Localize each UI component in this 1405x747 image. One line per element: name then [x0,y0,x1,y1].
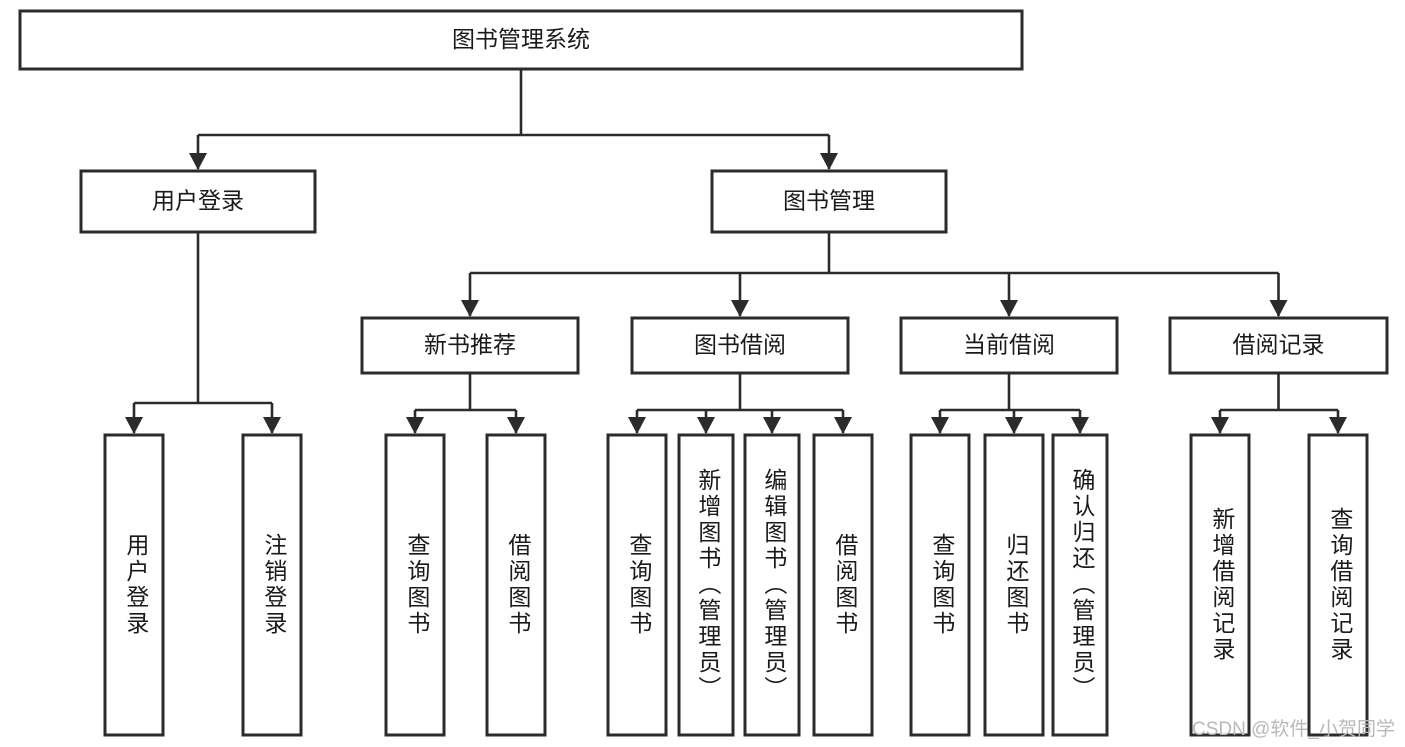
node-layer: 图书管理系统用户登录图书管理新书推荐图书借阅当前借阅借阅记录用户登录注销登录查询… [18,9,1389,737]
node-label-leaf-query-book-borrow: 查询图书 [626,533,653,637]
node-leaf-add-book[interactable]: 新增图书（管理员） [677,433,735,737]
arrow-head-icon [834,417,852,434]
node-leaf-query-borrow-record[interactable]: 查询借阅记录 [1307,433,1369,737]
node-box-leaf-add-borrow-record [1189,433,1251,737]
arrow-head-icon [697,417,715,434]
node-book-borrow[interactable]: 图书借阅 [630,316,850,375]
node-box-leaf-user-logout [241,433,303,737]
node-box-leaf-add-book [677,433,735,737]
node-label-leaf-confirm-return: 确认归还（管理员） [1069,468,1096,702]
node-leaf-return-book[interactable]: 归还图书 [983,433,1045,737]
node-leaf-query-book-recommend[interactable]: 查询图书 [384,433,446,737]
arrow-head-icon [1329,417,1347,434]
node-leaf-confirm-return[interactable]: 确认归还（管理员） [1051,433,1109,737]
node-box-leaf-query-book-current [909,433,971,737]
node-label-leaf-query-book-recommend: 查询图书 [404,533,431,637]
node-label-leaf-add-book: 新增图书（管理员） [695,468,722,702]
node-box-leaf-query-borrow-record [1307,433,1369,737]
node-leaf-borrow-book[interactable]: 借阅图书 [812,433,874,737]
arrow-head-icon [125,417,143,434]
arrow-head-icon [406,417,424,434]
node-box-leaf-query-book-borrow [606,433,668,737]
node-box-leaf-borrow-book [812,433,874,737]
node-label-leaf-user-logout: 注销登录 [261,533,288,637]
arrow-head-icon [1071,417,1089,434]
node-label-book-borrow: 图书借阅 [694,332,786,358]
arrow-head-icon [820,153,838,170]
node-label-leaf-query-book-current: 查询图书 [929,533,956,637]
node-current-borrow[interactable]: 当前借阅 [899,316,1119,375]
node-label-leaf-return-book: 归还图书 [1003,533,1030,637]
node-root[interactable]: 图书管理系统 [18,9,1024,71]
node-box-leaf-query-book-recommend [384,433,446,737]
node-label-leaf-borrow-book: 借阅图书 [832,533,859,637]
node-label-book-management: 图书管理 [783,188,875,214]
arrow-head-icon [1005,417,1023,434]
node-box-book-borrow [630,316,850,375]
arrow-head-icon [263,417,281,434]
arrow-head-icon [763,417,781,434]
node-box-leaf-return-book [983,433,1045,737]
node-box-leaf-user-login [103,433,165,737]
node-box-borrow-record [1168,316,1389,375]
arrow-head-icon [931,417,949,434]
node-leaf-add-borrow-record[interactable]: 新增借阅记录 [1189,433,1251,737]
node-new-book-recommend[interactable]: 新书推荐 [360,316,580,375]
node-box-root [18,9,1024,71]
arrow-head-icon [461,300,479,317]
arrow-head-icon [1000,300,1018,317]
arrow-head-icon [628,417,646,434]
node-label-root: 图书管理系统 [452,26,590,52]
node-leaf-query-book-borrow[interactable]: 查询图书 [606,433,668,737]
arrow-head-icon [1269,300,1288,317]
node-label-leaf-user-login: 用户登录 [123,533,150,637]
node-user-login[interactable]: 用户登录 [79,169,317,234]
node-box-user-login [79,169,317,234]
node-leaf-edit-book[interactable]: 编辑图书（管理员） [743,433,801,737]
arrow-head-icon [731,300,749,317]
node-label-current-borrow: 当前借阅 [963,332,1055,358]
node-book-management[interactable]: 图书管理 [710,169,948,234]
node-leaf-user-login[interactable]: 用户登录 [103,433,165,737]
node-leaf-borrow-book-recommend[interactable]: 借阅图书 [485,433,547,737]
node-label-borrow-record: 借阅记录 [1233,332,1325,358]
node-label-leaf-add-borrow-record: 新增借阅记录 [1209,507,1236,663]
node-box-leaf-borrow-book-recommend [485,433,547,737]
watermark-text: CSDN @软件_小贺同学 [1192,719,1395,740]
node-box-leaf-edit-book [743,433,801,737]
node-label-user-login: 用户登录 [152,188,244,214]
node-borrow-record[interactable]: 借阅记录 [1168,316,1389,375]
node-label-leaf-borrow-book-recommend: 借阅图书 [505,533,532,637]
node-box-book-management [710,169,948,234]
arrow-head-icon [507,417,525,434]
arrow-head-icon [1211,417,1229,434]
connector-layer [125,69,1347,434]
node-box-new-book-recommend [360,316,580,375]
node-leaf-user-logout[interactable]: 注销登录 [241,433,303,737]
node-label-leaf-edit-book: 编辑图书（管理员） [761,468,788,702]
arrow-head-icon [189,153,207,170]
node-box-current-borrow [899,316,1119,375]
node-label-new-book-recommend: 新书推荐 [424,332,516,358]
node-leaf-query-book-current[interactable]: 查询图书 [909,433,971,737]
node-label-leaf-query-borrow-record: 查询借阅记录 [1327,507,1354,663]
node-box-leaf-confirm-return [1051,433,1109,737]
